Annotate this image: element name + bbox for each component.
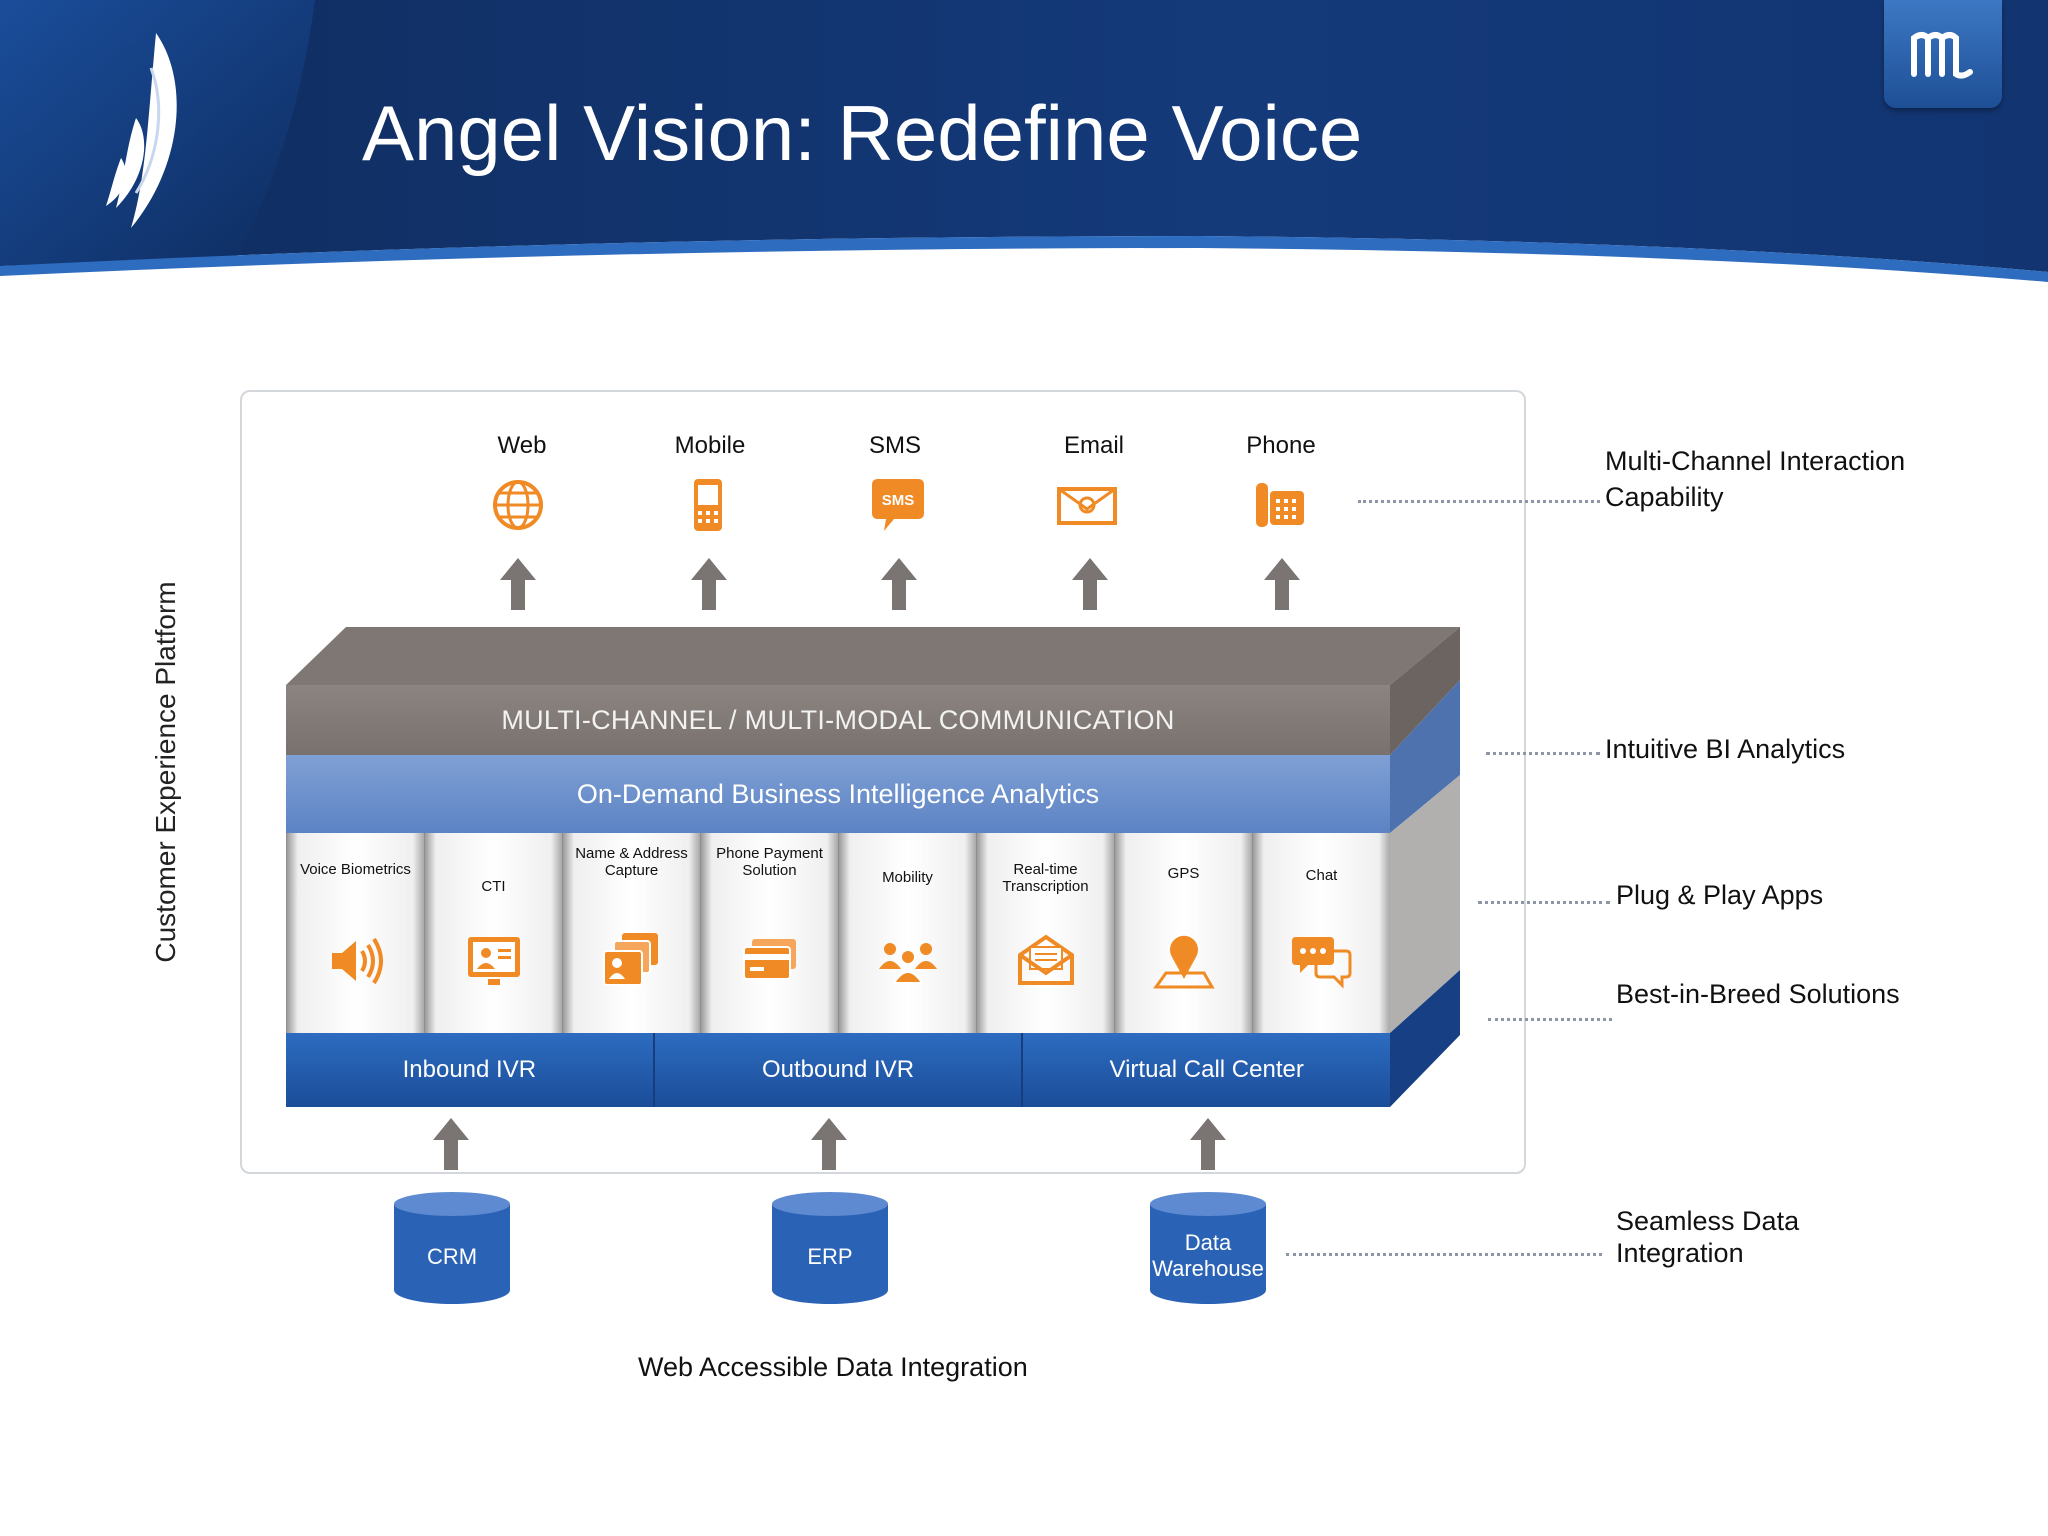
- desk-phone-icon: [1256, 483, 1304, 527]
- app-voice-biometrics: Voice Biometrics: [286, 833, 424, 1033]
- channel-label-phone: Phone: [1246, 432, 1316, 459]
- database-cylinder-icon: [1150, 1192, 1266, 1304]
- footer-caption: Web Accessible Data Integration: [638, 1352, 1028, 1382]
- label-multichannel: Multi-Channel Interaction Capability: [1605, 446, 1906, 512]
- globe-icon: [493, 480, 543, 530]
- leader-line-bi: [1486, 752, 1600, 755]
- app-label: GPS: [1167, 865, 1200, 882]
- map-pin-icon: [1152, 935, 1215, 989]
- speaker-icon: [331, 937, 383, 985]
- up-arrow-sms: [881, 558, 917, 610]
- channel-label-mobile: Mobile: [674, 432, 746, 459]
- database-erp: ERP: [770, 1190, 890, 1308]
- platform-label: Customer Experience Platform: [150, 581, 181, 963]
- credit-card-icon: [742, 939, 796, 980]
- leader-line-data: [1286, 1253, 1602, 1256]
- analytics-layer: On-Demand Business Intelligence Analytic…: [286, 755, 1390, 833]
- open-envelope-icon: [1017, 934, 1074, 985]
- chat-bubbles-icon: [1291, 937, 1351, 989]
- mobile-phone-icon: [694, 479, 722, 531]
- label-best-in-breed: Best-in-Breed Solutions: [1616, 979, 1900, 1009]
- database-label: Data Warehouse: [1152, 1230, 1264, 1281]
- sms-bubble-icon: SMS: [872, 479, 924, 531]
- solution-inbound-ivr: Inbound IVR: [286, 1033, 655, 1107]
- up-arrow-erp: [811, 1118, 847, 1170]
- app-gps: GPS: [1114, 833, 1252, 1033]
- label-bi-analytics: Intuitive BI Analytics: [1605, 734, 1846, 764]
- database-crm: CRM: [392, 1190, 512, 1308]
- app-chat: Chat: [1252, 833, 1390, 1033]
- up-arrow-email: [1072, 558, 1108, 610]
- people-group-icon: [878, 943, 937, 984]
- page-title: Angel Vision: Redefine Voice: [362, 89, 1363, 177]
- app-label: Mobility: [882, 869, 933, 886]
- app-label: Phone Payment Solution: [716, 845, 823, 879]
- channel-label-email: Email: [1063, 432, 1124, 459]
- apps-row: Voice Biometrics CTI Name & Address Capt…: [286, 833, 1390, 1033]
- app-label: CTI: [481, 878, 506, 895]
- app-label: Voice Biometrics: [300, 861, 411, 878]
- database-label: CRM: [426, 1244, 478, 1269]
- leader-line-apps: [1478, 901, 1610, 904]
- email-envelope-icon: [1057, 487, 1117, 525]
- channel-label-web: Web: [497, 432, 547, 459]
- app-label: Chat: [1305, 867, 1338, 884]
- channel-label-sms: SMS: [868, 432, 921, 459]
- solution-virtual-call-center: Virtual Call Center: [1023, 1033, 1391, 1107]
- database-data-warehouse: Data Warehouse: [1148, 1190, 1268, 1308]
- app-label: Name & Address Capture: [575, 845, 688, 879]
- screen-contact-icon: [467, 937, 520, 985]
- up-arrow-crm: [433, 1118, 469, 1170]
- up-arrow-mobile: [691, 558, 727, 610]
- wing-logo: [106, 33, 177, 228]
- communication-layer: MULTI-CHANNEL / MULTI-MODAL COMMUNICATIO…: [286, 685, 1390, 755]
- solution-outbound-ivr: Outbound IVR: [654, 1033, 1024, 1107]
- database-label: ERP: [807, 1244, 853, 1269]
- up-arrow-web: [500, 558, 536, 610]
- app-cti: CTI: [424, 833, 562, 1033]
- contact-cards-icon: [602, 933, 658, 986]
- app-realtime-transcription: Real-time Transcription: [976, 833, 1114, 1033]
- solutions-row: Inbound IVR Outbound IVR Virtual Call Ce…: [286, 1033, 1391, 1107]
- app-label: Real-time Transcription: [1002, 861, 1089, 895]
- leader-line-multichannel: [1358, 500, 1600, 503]
- label-plug-play-apps: Plug & Play Apps: [1616, 880, 1824, 910]
- label-seamless-data: Seamless Data Integration: [1616, 1206, 1800, 1268]
- platform-block-3d: [286, 627, 1460, 1107]
- header-banner: [0, 0, 2048, 282]
- app-name-address-capture: Name & Address Capture: [562, 833, 700, 1033]
- m-logo: [1884, 0, 2002, 108]
- platform-frame: [240, 390, 1526, 1174]
- up-arrow-data-warehouse: [1190, 1118, 1226, 1170]
- app-mobility: Mobility: [838, 833, 976, 1033]
- up-arrow-phone: [1264, 558, 1300, 610]
- database-cylinder-icon: [394, 1192, 510, 1304]
- leader-line-solutions: [1488, 1018, 1612, 1021]
- database-cylinder-icon: [772, 1192, 888, 1304]
- app-phone-payment: Phone Payment Solution: [700, 833, 838, 1033]
- svg-text:SMS: SMS: [882, 492, 915, 509]
